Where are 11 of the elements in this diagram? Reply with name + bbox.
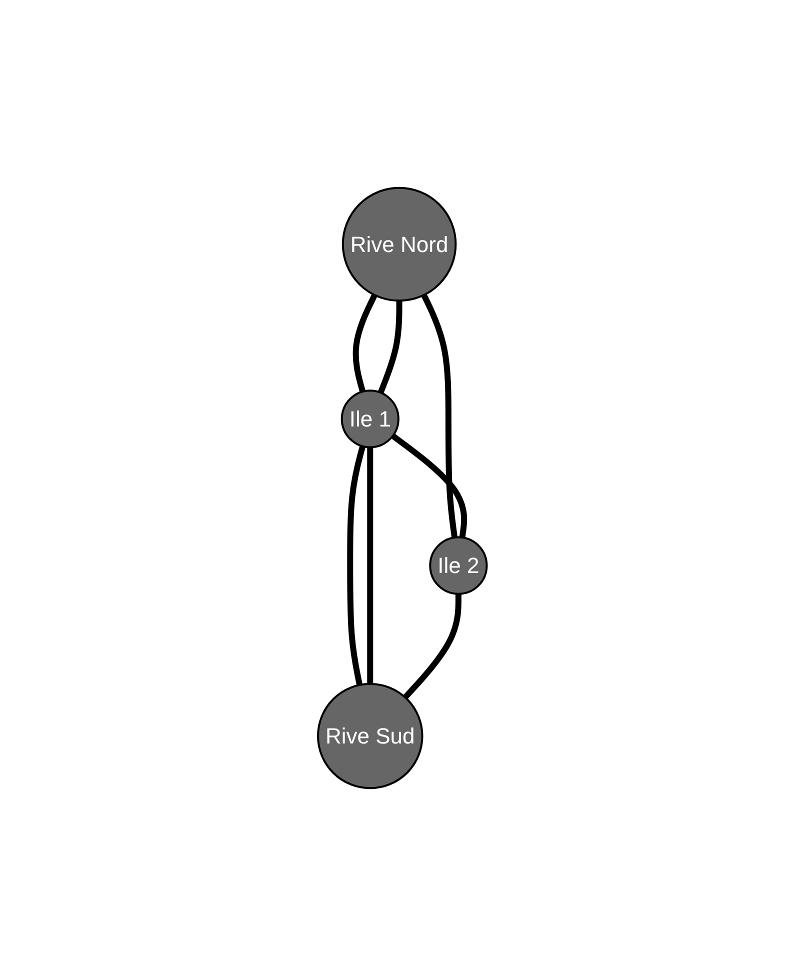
connector [378, 300, 402, 394]
connector [391, 433, 468, 538]
connector [347, 445, 366, 686]
node-circle: Rive Nord [342, 186, 457, 302]
connector [403, 594, 462, 700]
node-circle: Ile 2 [429, 536, 488, 595]
connector [421, 294, 458, 538]
connector [352, 294, 378, 392]
node-circle: Ile 1 [340, 390, 400, 448]
connector [367, 447, 374, 684]
node-circle: Rive Sud [317, 682, 424, 790]
